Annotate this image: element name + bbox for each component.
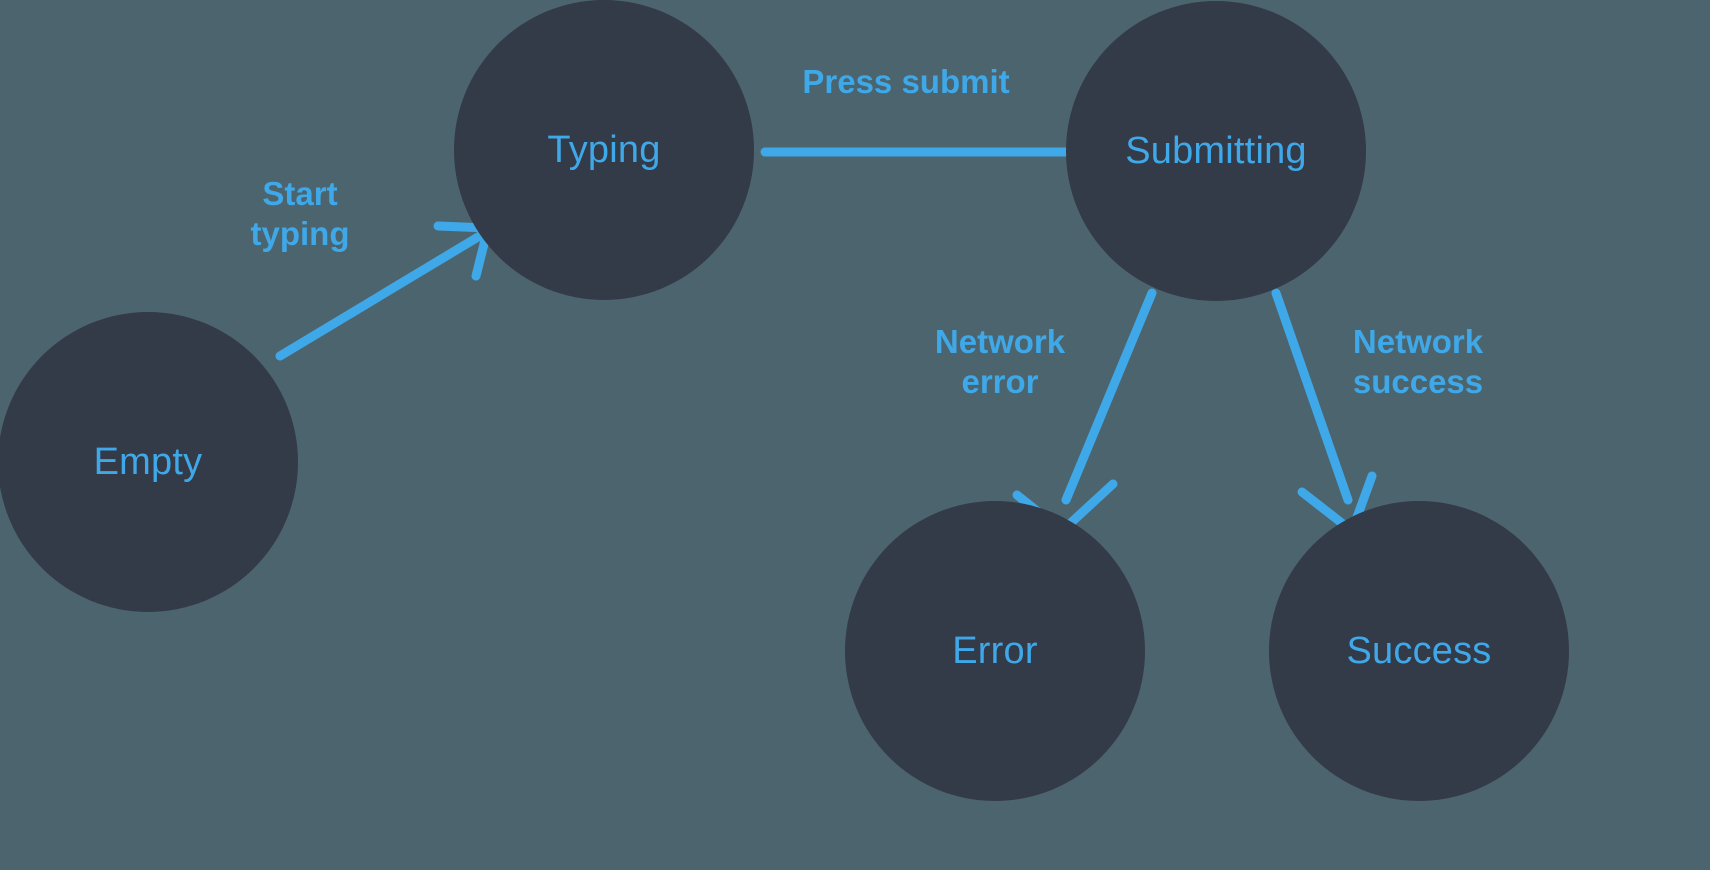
edge-label-network-error: Network error xyxy=(934,323,1066,401)
edge-label-start-typing: Start typing xyxy=(250,175,350,253)
state-label-error: Error xyxy=(952,630,1038,672)
edge-label-network-success: Network success xyxy=(1352,323,1484,401)
state-node-typing[interactable]: Typing xyxy=(454,0,754,300)
state-node-empty[interactable]: Empty xyxy=(0,312,298,612)
state-node-success[interactable]: Success xyxy=(1269,501,1569,801)
state-label-empty: Empty xyxy=(93,441,203,483)
state-node-error[interactable]: Error xyxy=(845,501,1145,801)
state-label-typing: Typing xyxy=(547,129,661,171)
state-label-submitting: Submitting xyxy=(1125,130,1307,172)
edge-label-press-submit: Press submit xyxy=(802,63,1010,100)
state-node-submitting[interactable]: Submitting xyxy=(1066,1,1366,301)
state-label-success: Success xyxy=(1346,630,1492,672)
